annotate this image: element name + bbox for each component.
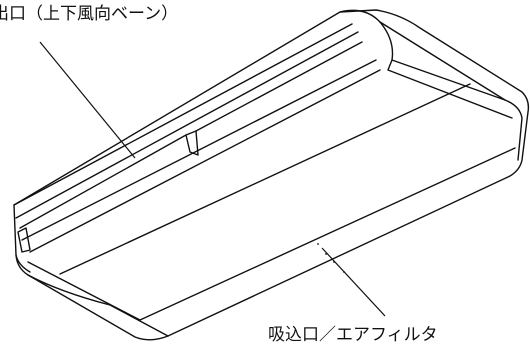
leader-line-outlet	[39, 41, 136, 159]
outlet-label: 出口（上下風向ベーン）	[0, 4, 179, 24]
vane-line-1	[19, 134, 187, 229]
bottom-panel-edge	[27, 147, 516, 321]
bottom-grille-edge	[59, 83, 471, 275]
right-cap-side	[504, 99, 523, 161]
top-front-edge	[13, 23, 353, 206]
bottom-panel-front	[29, 69, 381, 253]
vane-line-2	[195, 41, 363, 132]
front-panel-top	[15, 31, 359, 219]
unit-outline	[13, 9, 530, 341]
inlet-dot-2	[325, 253, 327, 255]
front-panel-bottom	[21, 59, 377, 241]
vane-divider	[185, 130, 199, 156]
right-cap-lower	[387, 59, 513, 119]
inlet-dot-4	[343, 271, 345, 273]
inlet-dot-1	[317, 243, 319, 245]
inlet-dot-3	[333, 261, 335, 263]
left-vane-end	[17, 227, 31, 253]
left-underside	[27, 274, 169, 337]
leader-line-inlet	[321, 247, 386, 317]
inlet-label: 吸込口／エアフィルタ	[268, 325, 438, 345]
top-back-edge	[339, 9, 506, 101]
left-end-curve	[15, 254, 31, 273]
